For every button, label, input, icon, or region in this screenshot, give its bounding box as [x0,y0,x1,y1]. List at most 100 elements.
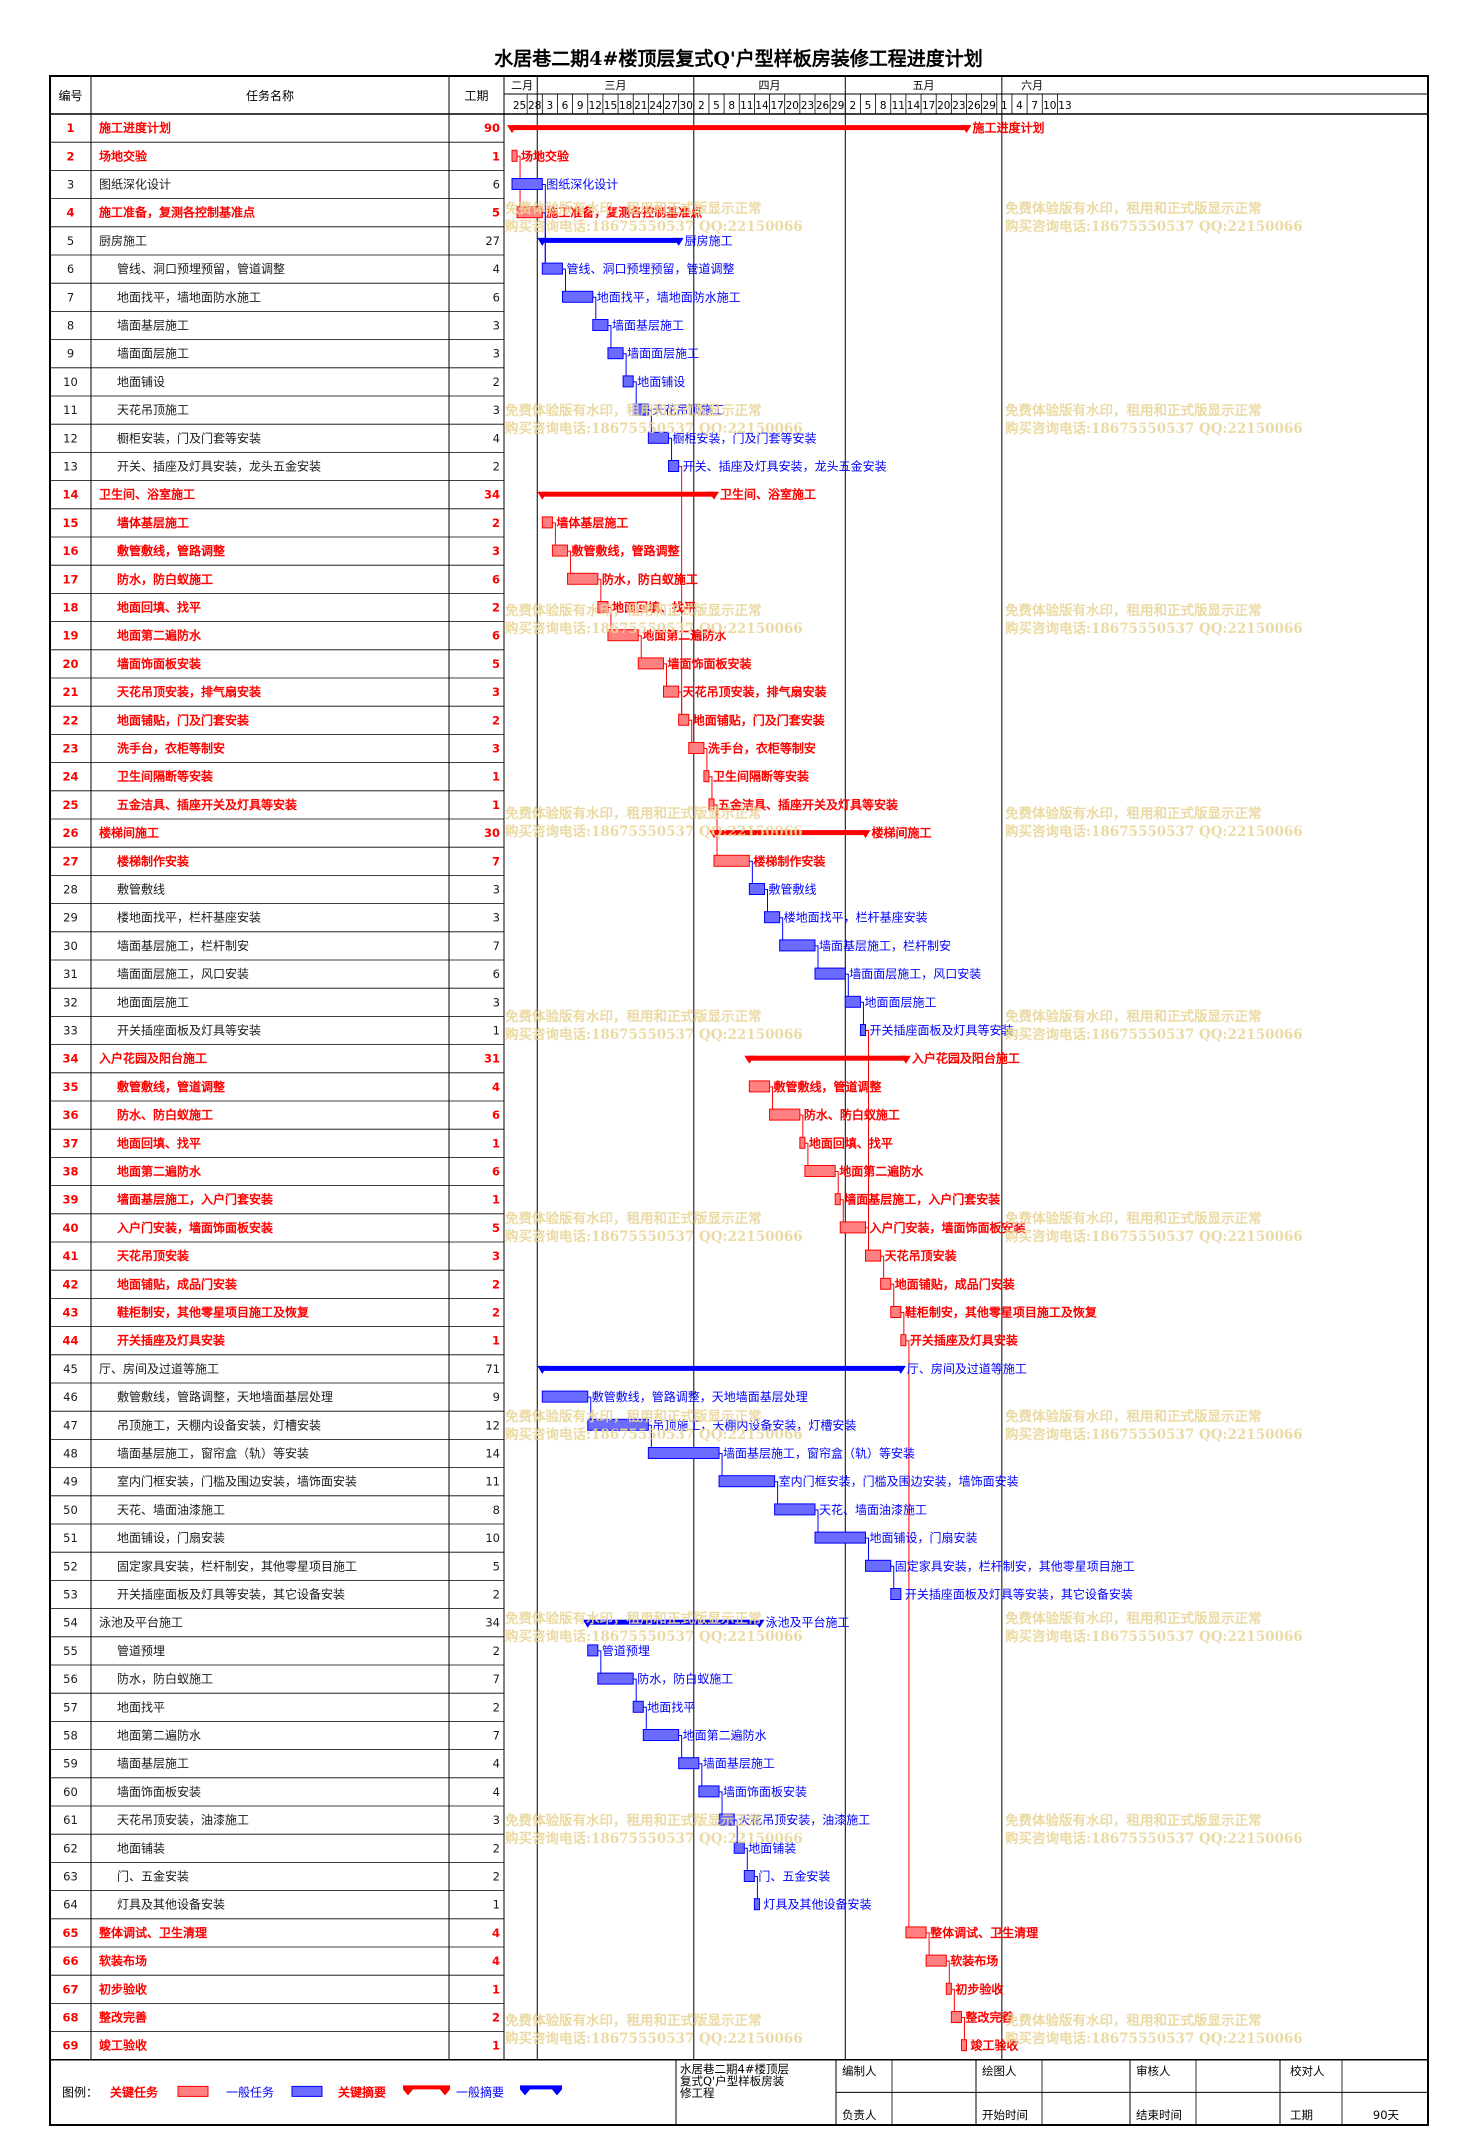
task-duration: 8 [493,1503,500,1517]
task-name: 天花吊顶安装，油漆施工 [117,1812,249,1827]
project-name-line: 修工程 [680,2086,715,2100]
task-no: 42 [62,1277,78,1291]
summary-cap [709,491,719,500]
task-duration: 1 [492,770,500,784]
tick-label: 8 [728,100,735,112]
task-duration: 34 [484,488,500,502]
dependency-link [562,268,566,293]
watermark: 免费体验版有水印，租用和正式版显示正常购买咨询电话:18675550537 QQ… [1005,1610,1303,1646]
task-duration: 71 [485,1362,500,1376]
bar-label: 开关、插座及灯具安装，龙头五金安装 [683,459,887,474]
task-no: 19 [62,629,78,643]
tick-label: 23 [801,100,814,112]
task-name: 场地交验 [99,148,148,163]
watermark: 免费体验版有水印，租用和正式版显示正常购买咨询电话:18675550537 QQ… [1005,1210,1303,1246]
tick-label: 11 [892,100,905,112]
tick-label: 21 [634,100,647,112]
watermark-line: 免费体验版有水印，租用和正式版显示正常 [505,1611,762,1627]
task-bar [764,911,781,924]
task-name: 天花吊顶安装，排气扇安装 [117,684,261,699]
dependency-link [951,1988,955,2013]
task-no: 11 [63,403,78,417]
task-duration: 2 [493,1644,500,1658]
task-no: 32 [63,995,78,1009]
task-duration: 5 [492,1221,500,1235]
bar-label: 敷管敷线，管路调整，天地墙面基层处理 [592,1389,808,1404]
task-duration: 12 [485,1418,500,1432]
task-bar [844,995,861,1008]
task-bar [834,1193,841,1206]
task-no: 53 [63,1588,78,1602]
summary-cap [507,125,517,134]
bar-label: 地面回填、找平 [809,1135,893,1150]
bar-label: 地面铺装 [748,1841,796,1855]
dependency-link [961,2017,965,2041]
legend-normal-summary: 一般摘要 [456,2084,504,2099]
task-name: 敷管敷线 [117,882,165,897]
task-bar [637,657,664,670]
dependency-link [678,466,683,716]
task-name: 墙面面层施工 [117,347,189,361]
tick-label: 12 [589,100,602,112]
task-no: 16 [62,544,78,558]
dependency-link [804,1142,809,1167]
tick-label: 8 [880,100,887,112]
task-name: 防水、防白蚁施工 [117,1107,213,1122]
watermark: 免费体验版有水印，租用和正式版显示正常购买咨询电话:18675550537 QQ… [505,1812,803,1848]
bar-label: 地面铺设，门扇安装 [870,1530,978,1545]
task-no: 51 [63,1531,78,1545]
task-duration: 34 [485,1616,500,1630]
watermark: 免费体验版有水印，租用和正式版显示正常购买咨询电话:18675550537 QQ… [505,2012,803,2048]
watermark-line: 免费体验版有水印，租用和正式版显示正常 [1005,2013,1262,2029]
bar-label: 墙体基层施工 [556,515,628,530]
task-bar [698,1785,720,1798]
task-no: 18 [62,601,78,615]
dependency-link [860,1001,864,1026]
summary-cap [537,491,548,500]
task-no: 40 [62,1221,78,1235]
bar-label: 软装布场 [950,1953,998,1968]
watermark-line: 免费体验版有水印，租用和正式版显示正常 [1005,201,1262,217]
task-bar [890,1306,902,1318]
bar-label: 地面铺设 [637,375,685,389]
task-duration: 6 [492,1165,500,1179]
tick-label: 15 [604,100,617,112]
task-name: 室内门框安装，门槛及围边安装，墙饰面安装 [117,1474,357,1489]
task-no: 48 [63,1447,78,1461]
task-name: 敷管敷线，管路调整 [117,543,225,558]
bar-label: 洗手台，衣柜等制安 [708,741,816,756]
watermark-line: 免费体验版有水印，租用和正式版显示正常 [1005,806,1262,822]
task-bar [703,770,710,783]
task-bar [632,403,649,416]
task-bar [718,1813,735,1826]
task-name: 地面铺贴，门及门套安装 [117,712,249,727]
task-bar [541,1390,589,1403]
bar-label: 天花吊顶安装，油漆施工 [738,1812,870,1827]
dependency-link [734,1819,738,1844]
bar-label: 墙面饰面板安装 [668,656,752,671]
task-bar [960,2039,968,2052]
watermark-line: 购买咨询电话:18675550537 QQ:22150066 [1005,421,1303,437]
task-duration: 7 [493,1729,500,1743]
bar-label: 鞋柜制安，其他零星项目施工及恢复 [905,1305,1098,1320]
task-duration: 1 [492,1193,500,1207]
watermark-line: 免费体验版有水印，租用和正式版显示正常 [505,201,762,217]
tick-label: 5 [713,100,720,112]
task-no: 9 [67,347,74,361]
watermark: 免费体验版有水印，租用和正式版显示正常购买咨询电话:18675550537 QQ… [1005,602,1303,638]
task-name: 墙面基层施工 [117,319,189,333]
bar-label: 橱柜安装，门及门套等安装 [673,430,817,445]
tick-label: 14 [755,100,769,112]
task-no: 6 [67,262,74,276]
task-duration: 30 [484,826,500,840]
watermark: 免费体验版有水印，租用和正式版显示正常购买咨询电话:18675550537 QQ… [505,1610,803,1646]
legend-critical-summary-swatch [403,2085,450,2096]
watermark: 免费体验版有水印，租用和正式版显示正常购买咨询电话:18675550537 QQ… [1005,1408,1303,1444]
tick-label: 2 [698,100,705,112]
task-name: 门、五金安装 [117,1869,189,1884]
task-name: 地面第二遍防水 [117,1728,201,1743]
summary-bar [542,491,714,497]
task-bar [511,178,543,190]
task-no: 24 [62,770,78,784]
watermark: 免费体验版有水印，租用和正式版显示正常购买咨询电话:18675550537 QQ… [1005,2012,1303,2048]
